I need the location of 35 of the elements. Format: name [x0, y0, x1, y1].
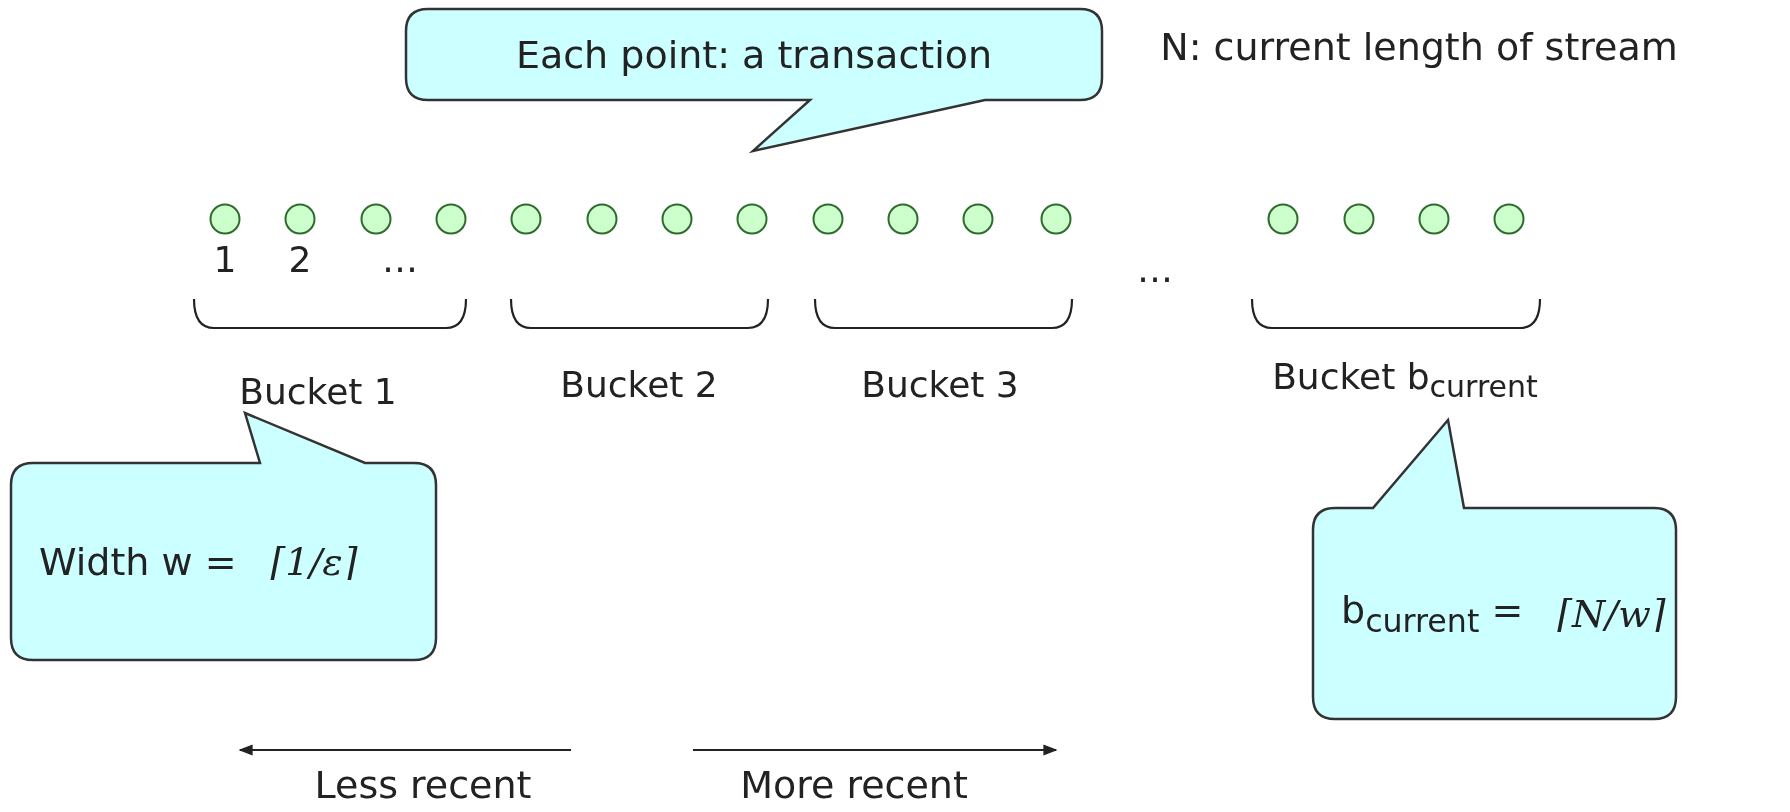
point-circle [1040, 203, 1072, 235]
callout-text: Each point: a transaction [515, 32, 993, 77]
callout-bubble [406, 9, 1102, 152]
label-text: More recent [740, 765, 968, 807]
point-circle [661, 203, 693, 235]
callout-bubble [11, 413, 436, 660]
point-circle [962, 203, 994, 235]
label-text: Bucket 3 [861, 365, 1019, 405]
point-circle [586, 203, 618, 235]
formula: ⌈N/w⌉ [1557, 591, 1666, 636]
point-circle [1343, 203, 1375, 235]
formula: ⌈1/ε⌉ [270, 539, 358, 584]
label-text: N: current length of stream [1160, 27, 1678, 69]
point-circle [812, 203, 844, 235]
point-circle [209, 203, 241, 235]
callout-text: Width w = [39, 539, 237, 584]
point-circle [284, 203, 316, 235]
label-text: Bucket b$_{current}$ [1272, 357, 1538, 404]
point-circle [1418, 203, 1450, 235]
point-circle [510, 203, 542, 235]
label-text: 1 [213, 240, 237, 280]
point-circle [435, 203, 467, 235]
point-circle [360, 203, 392, 235]
label-text: Bucket 2 [560, 365, 718, 405]
label-text: … [382, 240, 418, 280]
label-text: … [1137, 250, 1173, 290]
point-circle [887, 203, 919, 235]
point-circle [1493, 203, 1525, 235]
callout-bubble [1313, 420, 1676, 719]
callout-text: b$_{current}$ = [1341, 588, 1524, 639]
label-text: Less recent [314, 765, 532, 807]
label-text: 2 [288, 240, 312, 280]
point-circle [1267, 203, 1299, 235]
point-circle [736, 203, 768, 235]
label-text: Bucket 1 [239, 372, 397, 412]
